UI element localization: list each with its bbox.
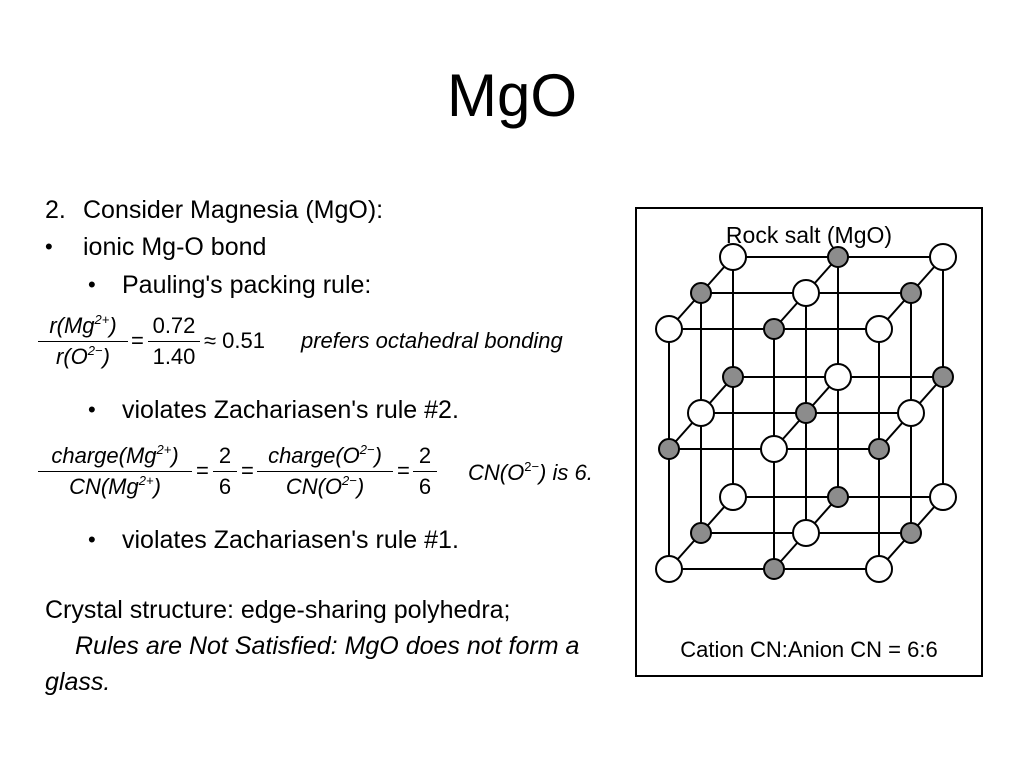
mg-cation-atom [827, 486, 849, 508]
equals-sign: = [131, 328, 144, 353]
slide-title: MgO [446, 62, 578, 129]
mg-cation-atom [658, 438, 680, 460]
equals-sign: = [241, 458, 254, 483]
lattice-atoms [655, 243, 957, 583]
o-anion-atom [929, 483, 957, 511]
cn-statement: CN(O2−) is 6. [468, 459, 593, 485]
mg-cation-atom [763, 558, 785, 580]
charge-o-fraction: charge(O2−) CN(O2−) [257, 443, 393, 500]
bullet-ionic-bond: ionic Mg-O bond [83, 233, 267, 261]
o-anion-atom [865, 315, 893, 343]
o-anion-atom [824, 363, 852, 391]
charge-mg-fraction: charge(Mg2+) CN(Mg2+) [38, 443, 192, 500]
figure-caption: Cation CN:Anion CN = 6:6 [680, 637, 938, 662]
crystal-structure-line: Crystal structure: edge-sharing polyhedr… [45, 596, 511, 624]
o-anion-atom [865, 555, 893, 583]
bullet-dot: • [88, 272, 96, 297]
mg-cation-atom [900, 282, 922, 304]
o-anion-atom [655, 555, 683, 583]
radius-ratio-fraction: r(Mg2+) r(O2−) [38, 313, 128, 370]
rock-salt-figure: Rock salt (MgO) Cation CN:Anion CN = 6:6 [635, 207, 983, 677]
approx-value: ≈ 0.51 [204, 328, 266, 353]
rock-salt-lattice-diagram [655, 243, 957, 583]
rules-not-satisfied-line-2: glass. [45, 668, 111, 696]
o-anion-atom [719, 243, 747, 271]
rules-not-satisfied-line: Rules are Not Satisfied: MgO does not fo… [75, 632, 580, 660]
two-sixths-fraction: 2 6 [413, 443, 437, 500]
bullet-dot: • [88, 397, 96, 422]
octahedral-note: prefers octahedral bonding [301, 328, 563, 353]
equals-sign: = [196, 458, 209, 483]
bullet-violates-rule-2: violates Zachariasen's rule #2. [122, 396, 459, 424]
intro-line: Consider Magnesia (MgO): [83, 196, 384, 224]
two-sixths-fraction: 2 6 [213, 443, 237, 500]
o-anion-atom [929, 243, 957, 271]
o-anion-atom [792, 519, 820, 547]
mg-cation-atom [827, 246, 849, 268]
bullet-violates-rule-1: violates Zachariasen's rule #1. [122, 526, 459, 554]
mg-cation-atom [900, 522, 922, 544]
o-anion-atom [792, 279, 820, 307]
bullet-dot: • [45, 234, 53, 259]
bullet-dot: • [88, 527, 96, 552]
item-number: 2. [45, 196, 66, 224]
mg-cation-atom [690, 522, 712, 544]
bullet-paulings-rule: Pauling's packing rule: [122, 271, 372, 299]
equals-sign: = [397, 458, 410, 483]
mg-cation-atom [690, 282, 712, 304]
mg-cation-atom [722, 366, 744, 388]
o-anion-atom [719, 483, 747, 511]
o-anion-atom [655, 315, 683, 343]
mg-cation-atom [932, 366, 954, 388]
o-anion-atom [760, 435, 788, 463]
mg-cation-atom [868, 438, 890, 460]
figure-title: Rock salt (MgO) [725, 222, 893, 248]
mg-cation-atom [795, 402, 817, 424]
o-anion-atom [687, 399, 715, 427]
o-anion-atom [897, 399, 925, 427]
radius-value-fraction: 0.72 1.40 [148, 313, 200, 370]
mg-cation-atom [763, 318, 785, 340]
